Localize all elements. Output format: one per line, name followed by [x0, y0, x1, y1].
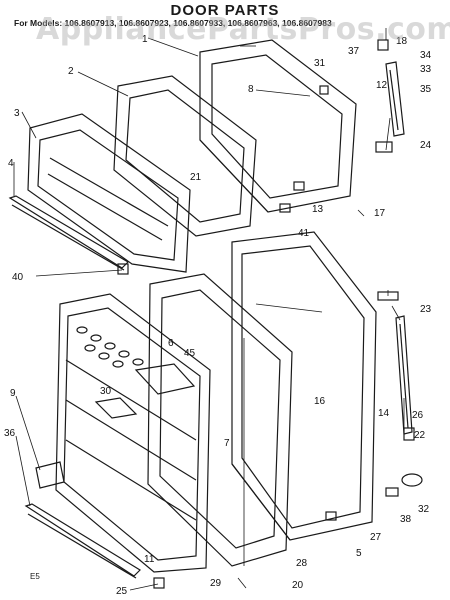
- callout-5: 5: [356, 548, 362, 559]
- callout-26: 26: [412, 410, 424, 421]
- callout-21: 21: [190, 172, 202, 183]
- callout-30: 30: [100, 386, 112, 397]
- callout-35: 35: [420, 84, 432, 95]
- callout-45: 45: [184, 348, 196, 359]
- model-number: 106.8607933,: [173, 18, 226, 28]
- callout-8: 8: [248, 84, 254, 95]
- small-hardware-parts: [35, 39, 423, 589]
- callout-40: 40: [12, 272, 24, 283]
- callout-14: 14: [378, 408, 390, 419]
- callout-25: 25: [116, 586, 128, 597]
- diagram-title: DOOR PARTS: [170, 2, 280, 19]
- upper-door-liner-frame: [113, 75, 257, 237]
- upper-hinge-cover: [375, 141, 393, 153]
- lower-hinge-bracket: [403, 427, 415, 441]
- callout-38: 38: [400, 514, 412, 525]
- shelf-bar-clip: [117, 263, 129, 275]
- callout-28: 28: [296, 558, 308, 569]
- callout-4: 4: [8, 158, 14, 169]
- lower-door-liner-frame: [147, 273, 293, 567]
- lower-door-stop: [325, 511, 337, 521]
- callout-9: 9: [10, 388, 16, 399]
- model-number: 106.8607983: [282, 18, 332, 28]
- model-number: 106.8607913,: [64, 18, 117, 28]
- upper-door-shelf-bar: [8, 195, 129, 271]
- hinge-screw-head: [377, 39, 389, 51]
- shelf-bar-end-cap: [35, 461, 65, 489]
- lower-outer-door-panel: [231, 231, 377, 541]
- door-stop: [385, 487, 399, 497]
- callout-11: 11: [144, 554, 155, 565]
- door-stop-bracket: [279, 203, 291, 213]
- models-prefix: For Models:: [14, 18, 63, 28]
- upper-inner-door-liner: [27, 113, 191, 273]
- lower-shelf-clip: [153, 577, 165, 589]
- butter-compartment: [94, 397, 138, 419]
- callout-18: 18: [396, 36, 408, 47]
- callout-37: 37: [348, 46, 360, 57]
- callout-12: 12: [376, 80, 388, 91]
- callout-29: 29: [210, 578, 222, 589]
- callout-17: 17: [374, 208, 386, 219]
- model-list: For Models: 106.8607913, 106.8607923, 10…: [14, 18, 332, 28]
- callout-24: 24: [420, 140, 432, 151]
- callout-22: 22: [414, 430, 426, 441]
- callout-1: 1: [142, 34, 148, 45]
- door-stop-upper: [293, 181, 305, 191]
- diagram-corner-code: E5: [30, 572, 40, 581]
- callout-34: 34: [420, 50, 432, 61]
- lower-inner-door-liner: [55, 293, 211, 573]
- leader-lines: [13, 28, 405, 591]
- callout-7: 7: [224, 438, 230, 449]
- dairy-door: [134, 363, 196, 395]
- door-cam: [319, 85, 329, 95]
- callout-33: 33: [420, 64, 432, 75]
- upper-outer-door-panel: [199, 39, 357, 213]
- callout-13: 13: [312, 204, 324, 215]
- callout-3: 3: [14, 108, 20, 119]
- model-number: 106.8607923,: [118, 18, 171, 28]
- callout-41: 41: [298, 228, 310, 239]
- callout-31: 31: [314, 58, 326, 69]
- callout-labels: 1 2 3 4 5 6 7 8 9 11 12 13 14 16 17 18 2…: [4, 34, 432, 597]
- egg-tray: [76, 326, 144, 368]
- lower-handle-strip: [395, 315, 413, 435]
- callout-23: 23: [420, 304, 432, 315]
- model-number: 106.8607963,: [227, 18, 280, 28]
- callout-20: 20: [292, 580, 304, 591]
- callout-6: 6: [168, 338, 174, 349]
- callout-2: 2: [68, 66, 74, 77]
- callout-16: 16: [314, 396, 326, 407]
- callout-32: 32: [418, 504, 430, 515]
- hinge-pin-cover: [401, 473, 423, 487]
- lower-door-shelf-bar: [24, 503, 141, 579]
- callout-36: 36: [4, 428, 16, 439]
- upper-hinge-strip: [385, 61, 405, 137]
- callout-27: 27: [370, 532, 382, 543]
